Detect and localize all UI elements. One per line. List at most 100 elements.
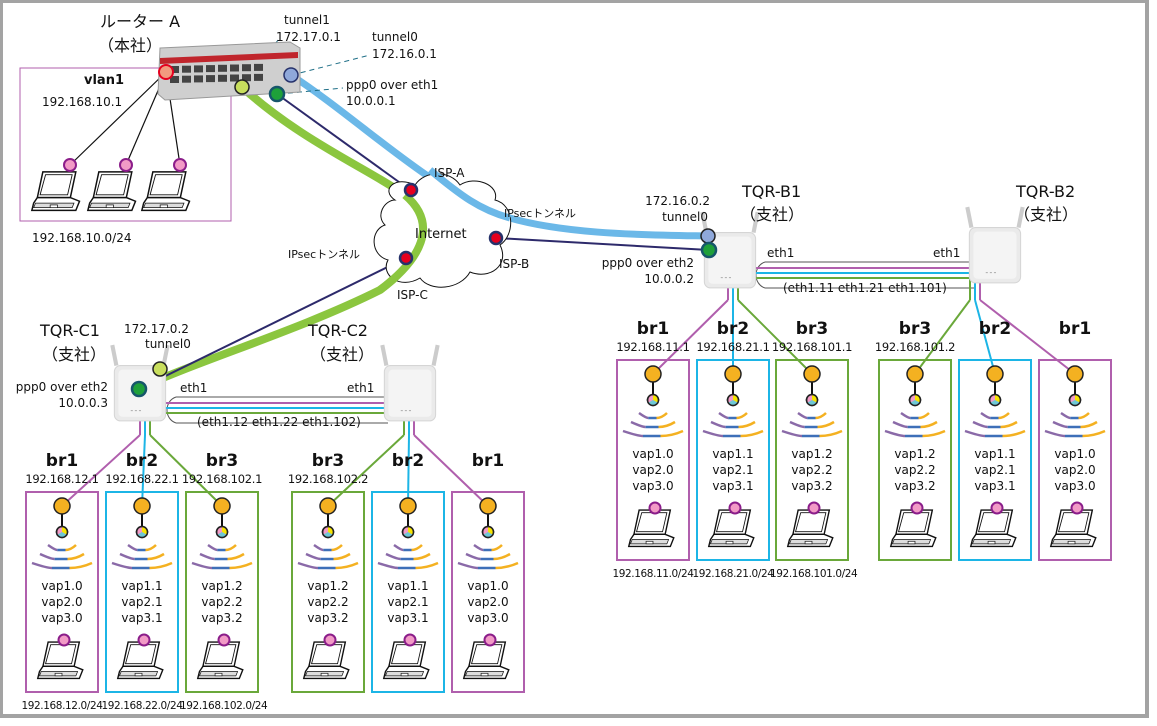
arc-purple [39, 552, 55, 561]
arc-purple [972, 420, 988, 429]
hq-lan-box [19, 67, 232, 222]
site_b-bridge-ip: 192.168.11.1 [616, 340, 690, 354]
arc-purple [111, 561, 133, 570]
site_b-bridge-box [616, 359, 690, 561]
wifi-arc-icon [900, 411, 930, 420]
site_b-vap-label: vap3.0 [632, 479, 674, 493]
tqr-c1-ppp-ip: 10.0.0.3 [58, 396, 108, 410]
arc-yellow [656, 412, 668, 420]
site_c-bridge-box [25, 491, 99, 693]
tqr-c2-name: TQR-C2 [308, 321, 368, 340]
ipsec-tunnel-b-label: IPsecトンネル [504, 207, 577, 220]
site_b-laptop-port [1070, 501, 1084, 515]
ipsec-tunnel-c-label: IPsecトンネル [288, 248, 361, 261]
site_b-vap-label: vap3.2 [894, 479, 936, 493]
router-port [194, 75, 203, 83]
site_b-client-laptop-icon [890, 509, 937, 548]
router-port [170, 66, 179, 73]
arc-purple [1060, 411, 1071, 420]
arc-purple [377, 561, 399, 570]
site_c-vap-label: vap2.2 [201, 595, 243, 609]
tqr-b2-sub: （支社） [1014, 205, 1079, 224]
arc-yellow [335, 561, 359, 570]
arc-purple [119, 552, 135, 561]
site_b-laptop-port [728, 501, 742, 515]
site_b-vap-label: vap1.2 [791, 447, 833, 461]
tqr-b2-name: TQR-B2 [1016, 182, 1076, 201]
tqr-b1-ppp-label: ppp0 over eth2 [601, 256, 694, 270]
site_c-vap-label: vap1.1 [121, 579, 163, 593]
site_c-vap-label: vap1.0 [41, 579, 83, 593]
site_c-bridge-name: br1 [471, 451, 505, 471]
site_c-vap-label: vap2.1 [387, 595, 429, 609]
wifi-arc-icon [789, 420, 835, 429]
pie-ring [646, 393, 660, 407]
site_b-bridge-box [1038, 359, 1112, 561]
router-port [230, 74, 239, 82]
site_c-br3-vlan-line [149, 412, 405, 435]
site_c-vap-label: vap2.0 [467, 595, 509, 609]
wifi-arc-icon [191, 561, 253, 570]
wifi-arc-icon [884, 429, 946, 438]
tqr-c1-name: TQR-C1 [40, 321, 100, 340]
site_b-bridge-name: br3 [898, 319, 932, 339]
arc-yellow [918, 412, 930, 420]
arc-purple [457, 561, 479, 570]
arc-yellow [1078, 412, 1090, 420]
site_c-bridge-drop [407, 434, 410, 507]
site_c-client-laptop-icon [117, 641, 164, 680]
site_c-laptop-port [57, 633, 71, 647]
site_c-laptop-port [217, 633, 231, 647]
wifi-arc-icon [313, 543, 343, 552]
site_b-bridge-subnet: 192.168.11.0/24 [612, 568, 694, 580]
arc-yellow [922, 429, 946, 438]
site_b-vap-label: vap1.2 [894, 447, 936, 461]
site_c-vap-label: vap1.1 [387, 579, 429, 593]
site_b-bridge-drop [652, 299, 729, 375]
hq-laptop-port [119, 158, 133, 172]
arc-purple [702, 429, 724, 438]
wifi-arc-icon [127, 543, 157, 552]
site_b-client-laptop-icon [787, 509, 834, 548]
arc-purple [393, 543, 404, 552]
hq-laptop-port [63, 158, 77, 172]
router-port [230, 64, 239, 72]
site_c-vap-label: vap3.1 [121, 611, 163, 625]
site_c-bridge-node [319, 497, 337, 515]
wifi-arc-icon [718, 411, 748, 420]
arc-yellow [413, 552, 431, 561]
ppp-isp-c-c1 [138, 257, 407, 390]
arc-purple [385, 552, 401, 561]
site_b-bridge-name: br2 [716, 319, 750, 339]
vlan1-ip: 192.168.10.1 [42, 95, 123, 109]
site_b-vap-label: vap2.2 [791, 463, 833, 477]
vap-pie-icon [726, 393, 740, 407]
site_b-vap-label: vap2.0 [632, 463, 674, 477]
site_c-vap-label: vap1.2 [307, 579, 349, 593]
site_b-bridge-node [803, 365, 821, 383]
vap-pie-icon [988, 393, 1002, 407]
tunnel1-over-cloud [377, 191, 427, 294]
site_c-bridge-ip: 192.168.12.1 [25, 472, 99, 486]
site_b-vap-label: vap3.0 [1054, 479, 1096, 493]
ppp-hq-isp-a [276, 93, 411, 191]
site_b-br3-vlan-line [737, 277, 971, 300]
arc-purple [31, 561, 53, 570]
arc-yellow [660, 429, 684, 438]
ppp-isp-b-b1 [495, 237, 710, 251]
wifi-arc-icon [465, 552, 511, 561]
site-c-vlan-list: (eth1.12 eth1.22 eth1.102) [197, 415, 361, 429]
site_c-bridge-box [371, 491, 445, 693]
tqr-c1-tunnel-label: tunnel0 [145, 337, 191, 351]
wifi-arc-icon [207, 543, 237, 552]
site_c-bridge-subnet: 192.168.22.0/24 [101, 700, 183, 712]
site_c-vap-label: vap3.2 [201, 611, 243, 625]
site_b-client-laptop-icon [708, 509, 755, 548]
hq-router-name: ルーター A [100, 12, 181, 31]
arc-yellow [736, 412, 748, 420]
arc-yellow [69, 561, 93, 570]
site_c-client-laptop-icon [303, 641, 350, 680]
hq-laptop-icon [141, 171, 191, 212]
arc-yellow [411, 544, 423, 552]
router-port [194, 65, 203, 73]
